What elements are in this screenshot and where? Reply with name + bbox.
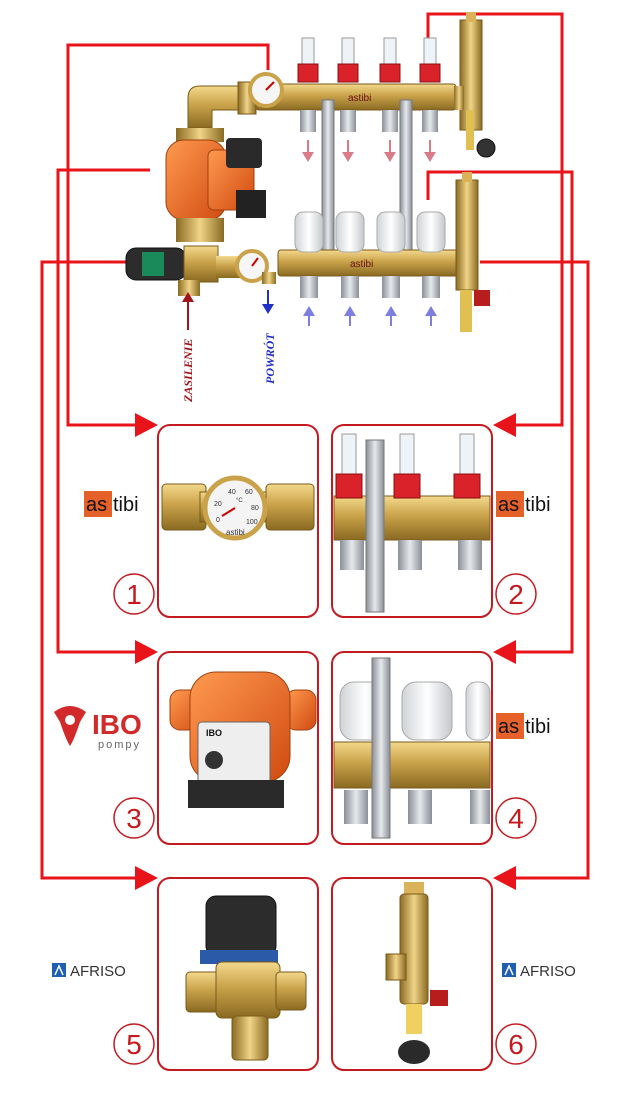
- panel-4-outlets: [344, 790, 490, 824]
- connector-arrowheads: [135, 413, 516, 890]
- top-manifold-brand: astibi: [348, 93, 371, 104]
- svg-text:as: as: [498, 716, 519, 738]
- panel-2: 2: [331, 424, 537, 618]
- afriso-brand-6: AFRISO: [502, 963, 576, 980]
- arrow-to-panel-1: [135, 413, 158, 437]
- return-label-group: POWRÓT: [262, 290, 277, 384]
- line-to-panel-4: [426, 170, 574, 654]
- line-to-panel-5: [40, 260, 140, 880]
- flow-meters: [297, 37, 441, 83]
- svg-text:tibi: tibi: [113, 494, 139, 516]
- line-to-panel-2: [426, 12, 564, 427]
- panel-3-number: 3: [126, 803, 142, 834]
- svg-text:tibi: tibi: [525, 716, 551, 738]
- gauge-tick-60: 60: [245, 489, 253, 496]
- arrow-to-panel-3: [135, 640, 158, 664]
- gauge-brand: astibi: [226, 528, 245, 537]
- panel-2-bracket: [365, 439, 385, 613]
- panel-5-number: 5: [126, 1029, 142, 1060]
- gauge-tick-20: 20: [214, 501, 222, 508]
- connector-lines: [40, 12, 590, 880]
- top-vent-group: [454, 12, 496, 158]
- flow-meter-4: [419, 37, 441, 83]
- arrow-to-panel-2: [493, 413, 516, 437]
- arrow-to-panel-4: [493, 640, 516, 664]
- supply-label: ZASILENIE: [181, 339, 195, 403]
- panel-4-number: 4: [508, 803, 524, 834]
- line-to-panel-3: [56, 168, 150, 654]
- bottom-flow-arrows: [303, 306, 437, 326]
- gauge-tick-100: 100: [246, 519, 258, 526]
- top-thermometer: [248, 72, 284, 108]
- panel-5: 5: [113, 877, 319, 1071]
- gauge-tick-80: 80: [251, 505, 259, 512]
- flow-meter-1: [297, 37, 319, 83]
- panel-3-pump: IBO: [169, 671, 317, 808]
- bottom-outlets: [300, 276, 440, 298]
- bottom-vent-group: [455, 172, 490, 332]
- panel-4-bracket: [371, 657, 391, 839]
- top-outlets: [300, 110, 438, 132]
- svg-text:AFRISO: AFRISO: [520, 963, 576, 980]
- bracket-left: [321, 99, 335, 251]
- panel-3: IBO 3: [113, 651, 319, 845]
- panel-2-number: 2: [508, 579, 524, 610]
- supply-label-group: ZASILENIE: [181, 292, 195, 403]
- panel-1-thermometer-fitting: 40 60 20 80 0 100 °C astibi: [161, 475, 315, 541]
- gauge-tick-40: 40: [228, 489, 236, 496]
- thermostatic-caps: [294, 211, 446, 253]
- ibo-sub: pompy: [98, 739, 141, 751]
- svg-text:tibi: tibi: [525, 494, 551, 516]
- panel-1: 40 60 20 80 0 100 °C astibi 1: [113, 424, 319, 618]
- svg-text:as: as: [86, 494, 107, 516]
- panel-2-flow-meters: [335, 433, 481, 499]
- afriso-brand-5: AFRISO: [52, 963, 126, 980]
- ibo-logo-icon: [54, 706, 86, 746]
- ibo-name: IBO: [92, 709, 142, 740]
- manifold-assembly: astibi: [125, 12, 496, 332]
- panel-2-outlets: [340, 540, 482, 570]
- panel-6-number: 6: [508, 1029, 524, 1060]
- return-label: POWRÓT: [263, 333, 277, 384]
- mixing-valve: [125, 245, 219, 296]
- panel-5-mixing-valve: [185, 895, 307, 1061]
- line-to-panel-1: [66, 43, 270, 427]
- arrow-to-panel-5: [135, 866, 158, 890]
- svg-text:AFRISO: AFRISO: [70, 963, 126, 980]
- gauge-tick-0: 0: [216, 517, 220, 524]
- top-flow-arrows: [302, 140, 436, 162]
- elbow-pipe: [187, 85, 246, 129]
- panel-4: 4: [331, 651, 537, 845]
- gauge-needle: [221, 507, 236, 517]
- svg-text:as: as: [498, 494, 519, 516]
- panel-2-brand: as tibi: [496, 491, 551, 517]
- panel-1-number: 1: [126, 579, 142, 610]
- panel-4-brand: as tibi: [496, 713, 551, 739]
- bottom-manifold-brand: astibi: [350, 259, 373, 270]
- panel-4-caps: [339, 681, 491, 741]
- panel-6: 6: [331, 877, 537, 1071]
- panel-3-pump-label: IBO: [206, 728, 222, 738]
- flow-meter-3: [379, 37, 401, 83]
- panel-6-vent-valve: [385, 882, 448, 1064]
- circulation-pump: [165, 128, 266, 242]
- arrow-to-panel-6: [493, 866, 516, 890]
- flow-meter-2: [337, 37, 359, 83]
- gauge-unit: °C: [236, 498, 243, 504]
- line-to-panel-6: [480, 260, 590, 880]
- panel-1-brand: as tibi: [84, 491, 139, 517]
- ibo-brand: IBO pompy: [54, 706, 142, 751]
- bottom-thermometer: [216, 249, 276, 284]
